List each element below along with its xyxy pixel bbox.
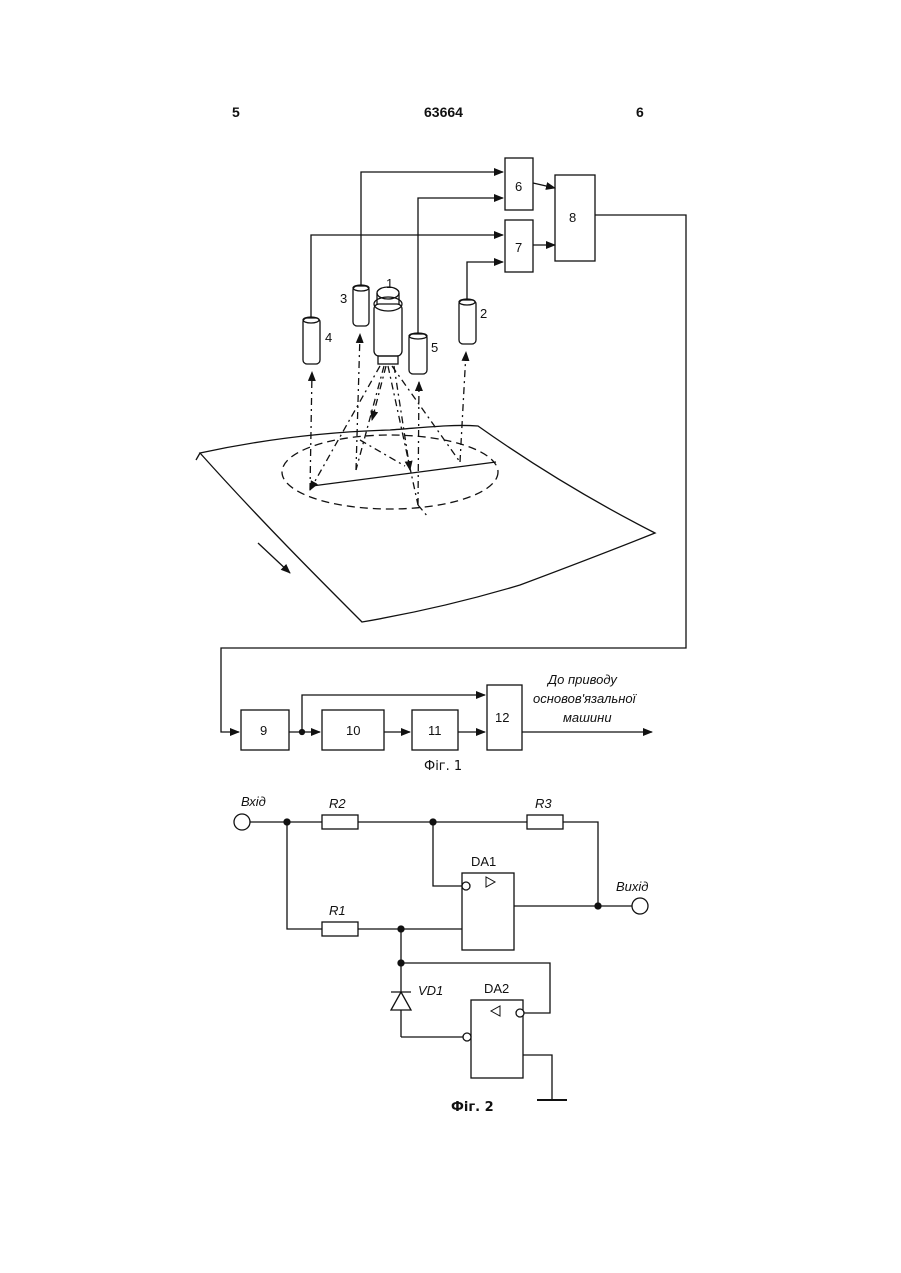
r3-label: R3: [535, 796, 552, 811]
fabric-sheet: [200, 425, 655, 622]
resistor-r2: [322, 815, 358, 829]
sensor-wiring: [311, 172, 503, 334]
label-block-8: 8: [569, 210, 576, 225]
light-rays: [310, 334, 466, 517]
output-terminal: [632, 898, 648, 914]
resistor-r1: [322, 922, 358, 936]
light-source-1: [374, 287, 402, 364]
fig1: [196, 158, 686, 750]
vd1-label: VD1: [418, 983, 443, 998]
fig1-caption: Фіг. 1: [424, 759, 462, 774]
sensor-2: [459, 299, 476, 344]
label-sensor-3: 3: [340, 291, 347, 306]
r2-label: R2: [329, 796, 346, 811]
label-lamp-1: 1: [386, 276, 393, 291]
label-block-6: 6: [515, 179, 522, 194]
feedback-line: [221, 215, 686, 732]
output-text-line-2: основов'язальної: [533, 691, 638, 706]
output-text-line-3: машини: [563, 710, 612, 725]
da2-label: DA2: [484, 981, 509, 996]
label-block-11: 11: [428, 723, 442, 738]
output-text-line-1: До приводу: [546, 672, 618, 687]
label-sensor-5: 5: [431, 340, 438, 355]
resistor-r3: [527, 815, 563, 829]
input-terminal: [234, 814, 250, 830]
label-sensor-4: 4: [325, 330, 332, 345]
label-block-7: 7: [515, 240, 522, 255]
label-block-9: 9: [260, 723, 267, 738]
da1-label: DA1: [471, 854, 496, 869]
fabric-left-edge: [196, 453, 200, 460]
label-block-12: 12: [495, 710, 509, 725]
input-label: Вхід: [241, 794, 266, 809]
diode-vd1: [391, 963, 411, 1037]
fabric-direction-arrow: [258, 543, 290, 573]
fig2-circuit: [234, 814, 648, 1100]
opamp-da2: [471, 1000, 523, 1078]
fig2-caption: Фіг. 2: [451, 1100, 494, 1115]
r1-label: R1: [329, 903, 346, 918]
light-spot-ellipse: [282, 435, 498, 509]
sensor-5: [409, 333, 427, 374]
ellipse-diameter: [312, 462, 496, 486]
sensor-4: [303, 317, 320, 364]
sensor-3: [353, 285, 369, 326]
label-sensor-2: 2: [480, 306, 487, 321]
label-block-10: 10: [346, 723, 360, 738]
output-label: Вихід: [616, 879, 648, 894]
